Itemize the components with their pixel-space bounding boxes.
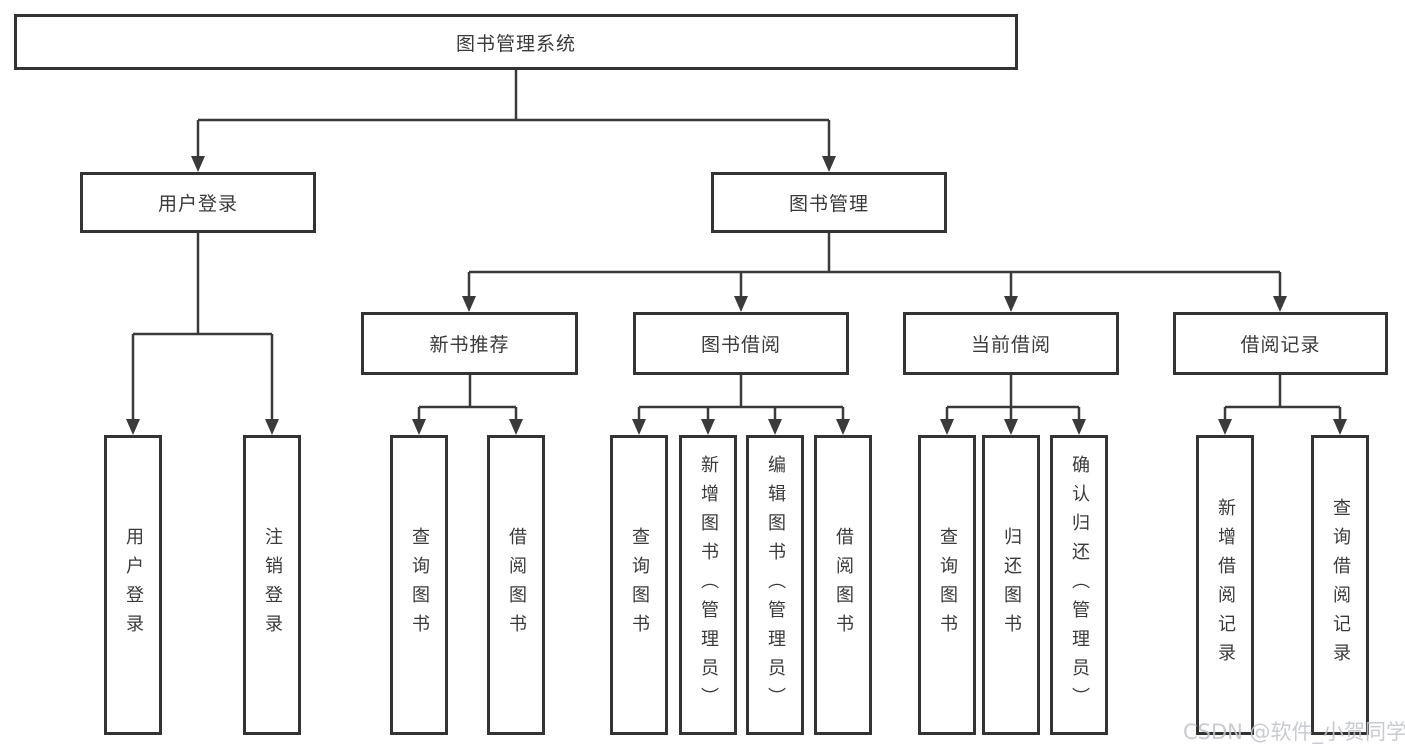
edges-new-book-recommend-to-leaves [417,375,518,420]
leaf-query-books-recommend: 查询图书 [390,435,448,735]
leaf-borrow-books: 借阅图书 [814,435,872,735]
edges-borrow-records-to-leaves [1223,375,1342,420]
leaf-user-login: 用户登录 [104,435,162,735]
arrowheads [126,156,1347,435]
leaf-user-login-label: 用户登录 [123,527,144,643]
leaf-add-borrow-record: 新增借阅记录 [1196,435,1254,735]
node-book-management-label: 图书管理 [788,193,869,215]
leaf-add-books-admin: 新增图书（管理员） [679,435,737,735]
node-user-login-group-label: 用户登录 [157,193,238,215]
node-borrow-records: 借阅记录 [1173,312,1388,375]
csdn-watermark: CSDN @软件_小贺同学 [1183,720,1405,744]
node-borrow-records-label: 借阅记录 [1240,334,1321,356]
edges-book-management-to-level3 [467,233,1282,297]
leaf-confirm-return-admin-label: 确认归还（管理员） [1069,454,1090,716]
edges-current-borrow-to-leaves [945,375,1081,420]
leaf-query-borrow-record-label: 查询借阅记录 [1330,498,1351,672]
leaf-add-books-admin-label: 新增图书（管理员） [698,454,719,716]
leaf-logout-label: 注销登录 [262,527,283,643]
leaf-query-books-current: 查询图书 [918,435,976,735]
edges-root-to-level2 [196,70,831,157]
edges-book-borrow-to-leaves [637,375,845,420]
leaf-query-borrow-record: 查询借阅记录 [1311,435,1369,735]
leaf-query-books-recommend-label: 查询图书 [409,527,430,643]
leaf-return-books: 归还图书 [982,435,1040,735]
node-user-login-group: 用户登录 [80,172,316,233]
leaf-edit-books-admin: 编辑图书（管理员） [746,435,804,735]
leaf-borrow-books-label: 借阅图书 [833,527,854,643]
node-book-management: 图书管理 [711,172,947,233]
leaf-logout: 注销登录 [243,435,301,735]
leaf-borrow-books-recommend: 借阅图书 [487,435,545,735]
node-root: 图书管理系统 [14,14,1018,70]
node-book-borrow: 图书借阅 [633,312,849,375]
node-new-book-recommend-label: 新书推荐 [429,334,510,356]
node-book-borrow-label: 图书借阅 [700,334,781,356]
leaf-add-borrow-record-label: 新增借阅记录 [1215,498,1236,672]
node-root-label: 图书管理系统 [455,32,576,55]
leaf-confirm-return-admin: 确认归还（管理员） [1050,435,1108,735]
edges-user-login-to-leaves [131,233,274,420]
leaf-return-books-label: 归还图书 [1001,527,1022,643]
node-new-book-recommend: 新书推荐 [361,312,578,375]
leaf-query-books-current-label: 查询图书 [937,527,958,643]
leaf-borrow-books-recommend-label: 借阅图书 [506,527,527,643]
leaf-query-books-borrow: 查询图书 [610,435,668,735]
node-current-borrow-label: 当前借阅 [970,334,1051,356]
node-current-borrow: 当前借阅 [903,312,1119,375]
leaf-edit-books-admin-label: 编辑图书（管理员） [765,454,786,716]
leaf-query-books-borrow-label: 查询图书 [629,527,650,643]
